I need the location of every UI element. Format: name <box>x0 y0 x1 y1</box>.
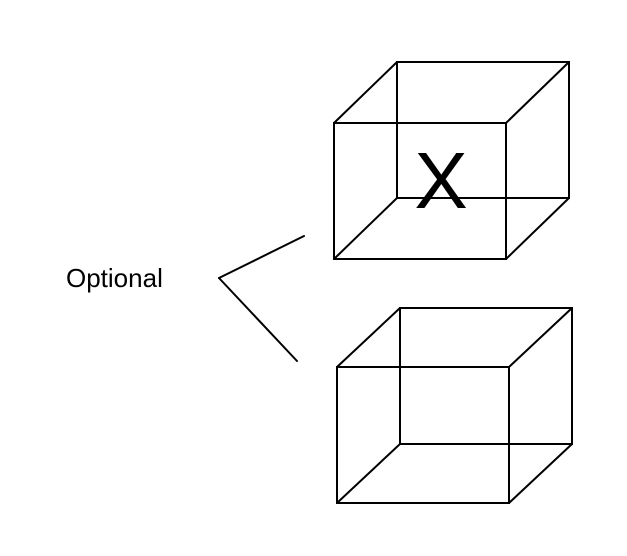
top-cube-mark: X <box>414 136 467 225</box>
top-cube-edge-bottom-right <box>505 197 570 260</box>
bottom-cube-front-face <box>336 366 510 504</box>
top-cube-edge-bottom-left <box>333 197 398 260</box>
bottom-cube-edge-bottom-left <box>336 443 401 504</box>
bottom-cube-back-face <box>399 307 573 445</box>
top-cube: X <box>333 61 570 260</box>
bracket-lower-arm <box>218 277 298 362</box>
bracket-upper-arm <box>218 235 305 279</box>
bottom-cube-edge-bottom-right <box>508 443 573 504</box>
bottom-cube <box>336 307 573 504</box>
top-cube-front-face <box>333 122 507 260</box>
bottom-cube-edge-top-right <box>508 307 573 368</box>
bracket <box>218 235 305 362</box>
top-cube-edge-top-left <box>333 61 398 124</box>
optional-label: Optional <box>66 263 163 293</box>
top-cube-back-face <box>396 61 570 199</box>
top-cube-edge-top-right <box>505 61 570 124</box>
bottom-cube-edge-top-left <box>336 307 401 368</box>
